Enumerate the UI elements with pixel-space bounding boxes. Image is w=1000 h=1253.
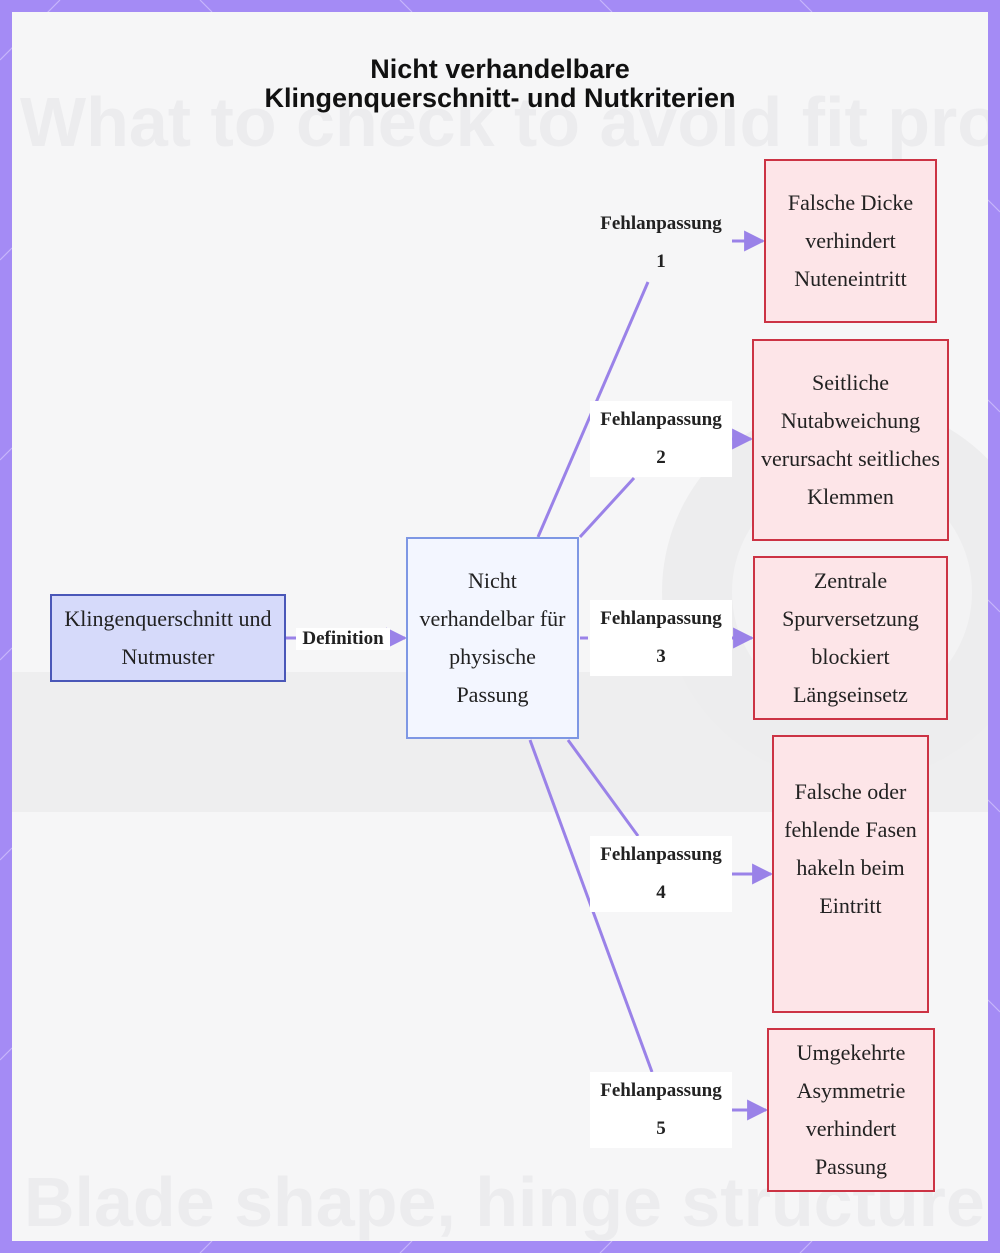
edge-label-2: Fehlanpassung 2 [590, 401, 732, 477]
outcome-node-5: Umgekehrte Asymmetrie verhindert Passung [767, 1028, 935, 1192]
outcome-node-1: Falsche Dicke verhindert Nuteneintritt [764, 159, 937, 323]
edge-label-2-number: 2 [656, 447, 666, 468]
edge-label-3: Fehlanpassung 3 [590, 600, 732, 676]
edge-label-5-word: Fehlanpassung [600, 1080, 722, 1101]
outcome-node-2: Seitliche Nutabweichung verursacht seitl… [752, 339, 949, 541]
edge-label-4-number: 4 [656, 882, 666, 903]
edge-2-branch [578, 476, 636, 539]
source-node-label: Klingenquerschnitt und Nutmuster [64, 606, 272, 669]
center-node-label: Nicht verhandelbar für physische Passung [419, 568, 566, 707]
background-watermark-top: What to check to avoid fit proble [20, 83, 988, 161]
outcome-label-3: Zentrale Spurversetzung blockiert Längse… [782, 568, 919, 707]
edge-label-1-number: 1 [656, 251, 666, 272]
edge-label-5: Fehlanpassung 5 [590, 1072, 732, 1148]
edge-label-3-number: 3 [656, 646, 666, 667]
edge-label-4-word: Fehlanpassung [600, 844, 722, 865]
edge-label-3-word: Fehlanpassung [600, 608, 722, 629]
edge-label-definition: Definition [296, 628, 390, 650]
edge-label-4: Fehlanpassung 4 [590, 836, 732, 912]
diagram-title-line-2: Klingenquerschnitt- und Nutkriterien [264, 83, 736, 113]
outcome-label-2: Seitliche Nutabweichung verursacht seitl… [761, 370, 940, 509]
edge-label-1: Fehlanpassung 1 [590, 205, 732, 281]
source-node: Klingenquerschnitt und Nutmuster [50, 594, 286, 682]
diagram-title-line-1: Nicht verhandelbare [370, 54, 630, 84]
outcome-node-3: Zentrale Spurversetzung blockiert Längse… [753, 556, 948, 720]
outcome-label-5: Umgekehrte Asymmetrie verhindert Passung [796, 1040, 906, 1179]
outcome-label-4: Falsche oder fehlende Fasen hakeln beim … [784, 779, 917, 918]
edge-4-branch [566, 739, 640, 837]
outcome-label-1: Falsche Dicke verhindert Nuteneintritt [787, 190, 914, 291]
edge-label-2-word: Fehlanpassung [600, 409, 722, 430]
center-node: Nicht verhandelbar für physische Passung [406, 537, 579, 739]
edge-label-1-word: Fehlanpassung [600, 213, 722, 234]
edge-label-5-number: 5 [656, 1118, 666, 1139]
outcome-node-4: Falsche oder fehlende Fasen hakeln beim … [772, 735, 929, 1013]
